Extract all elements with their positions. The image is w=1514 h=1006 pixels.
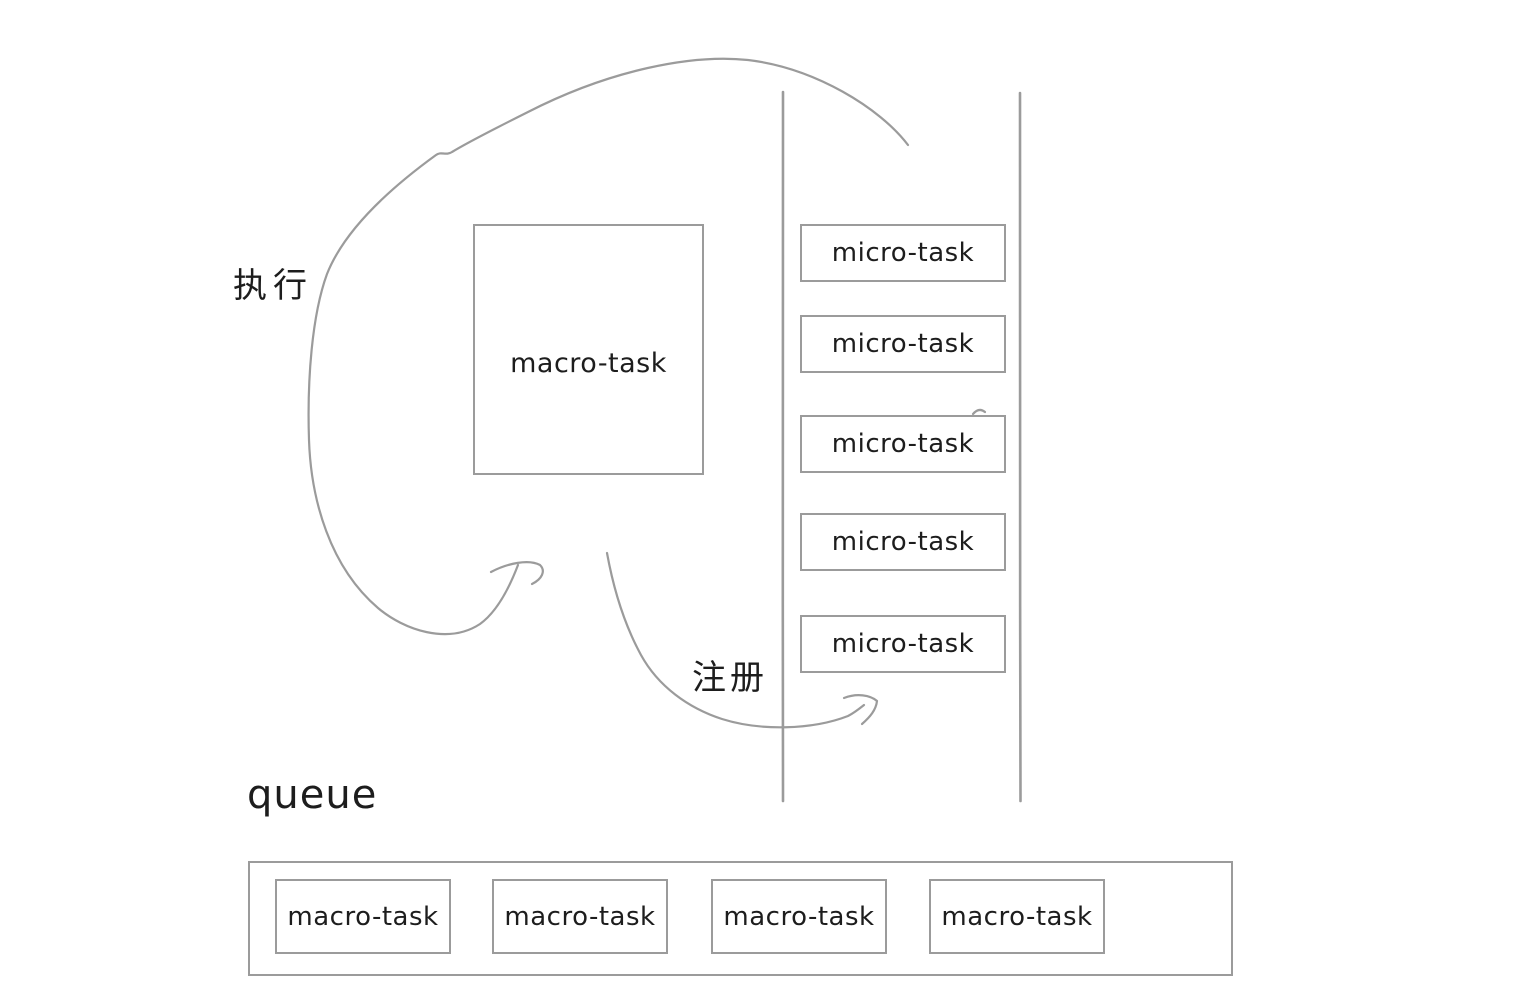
register-arrow <box>605 551 866 729</box>
current-macro-task-label: macro-task <box>510 348 667 379</box>
micro-lane-left-line <box>781 90 785 803</box>
stray-pen-mark <box>971 408 987 416</box>
micro-task-box: micro-task <box>800 224 1006 282</box>
queued-macro-task-label: macro-task <box>723 901 875 932</box>
register-arrowhead-icon <box>842 694 879 726</box>
micro-task-label: micro-task <box>831 238 975 268</box>
execute-arrowhead-icon <box>489 561 544 586</box>
micro-task-box: micro-task <box>800 615 1006 673</box>
execute-label: 执行 <box>233 266 313 306</box>
queued-macro-task-label: macro-task <box>287 901 439 932</box>
queued-macro-task-label: macro-task <box>941 901 1093 932</box>
current-macro-task-box: macro-task <box>473 224 704 475</box>
micro-task-label: micro-task <box>831 329 975 359</box>
micro-lane-right-line <box>1018 91 1022 803</box>
micro-task-label: micro-task <box>831 527 975 557</box>
micro-task-box: micro-task <box>800 315 1006 373</box>
queue-label: queue <box>247 772 378 818</box>
queued-macro-task-box: macro-task <box>929 879 1105 954</box>
queued-macro-task-label: macro-task <box>504 901 656 932</box>
execute-loop-arrow <box>307 57 910 636</box>
micro-task-box: micro-task <box>800 415 1006 473</box>
macro-task-queue-container: macro-task macro-task macro-task macro-t… <box>248 861 1233 976</box>
micro-task-box: micro-task <box>800 513 1006 571</box>
register-label: 注册 <box>692 658 768 698</box>
micro-task-label: micro-task <box>831 429 975 459</box>
queued-macro-task-box: macro-task <box>275 879 451 954</box>
micro-task-label: micro-task <box>831 629 975 659</box>
queued-macro-task-box: macro-task <box>492 879 668 954</box>
queued-macro-task-box: macro-task <box>711 879 887 954</box>
